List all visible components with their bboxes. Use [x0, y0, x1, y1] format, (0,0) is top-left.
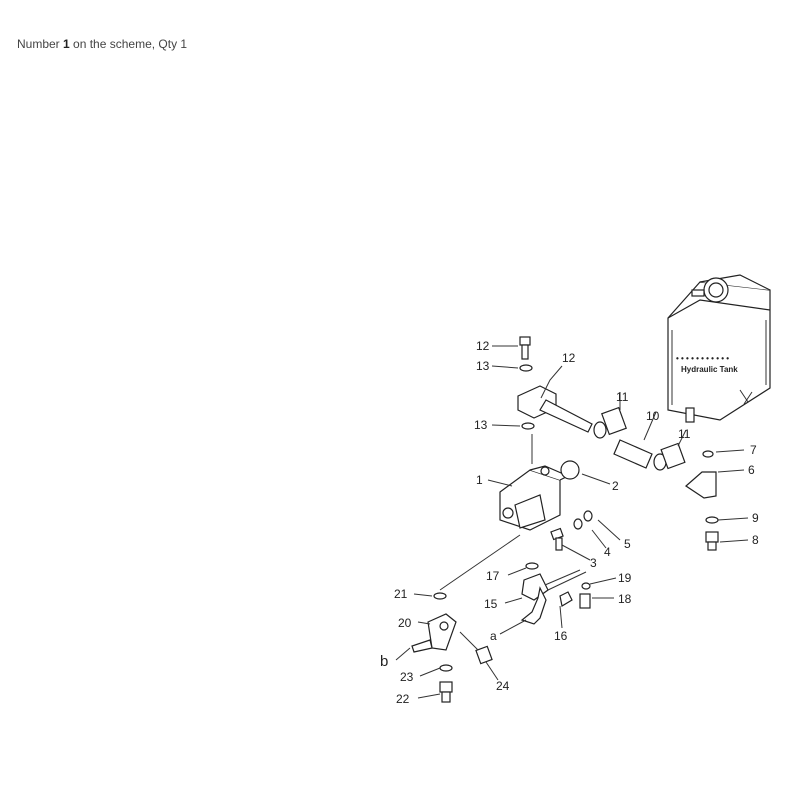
tank-code-text: • • • • • • • • • • •: [676, 354, 729, 363]
bolt-8: [705, 531, 719, 551]
caption-number: 1: [63, 37, 70, 51]
caption-suffix: on the scheme, Qty 1: [69, 37, 188, 51]
leader-lines: [395, 345, 749, 699]
label-9: 9: [752, 511, 759, 525]
elbow-tube-16: [520, 569, 581, 625]
suction-tube-12: [517, 365, 593, 433]
caption-prefix: Number: [17, 37, 64, 51]
bolt-14: [519, 336, 531, 360]
bolts-3-4-5: [550, 510, 593, 551]
label-22: 21: [394, 587, 408, 601]
label-6: 6: [748, 463, 755, 477]
label-25: 24: [496, 679, 510, 693]
label-a: a: [490, 629, 497, 643]
label-7: 7: [750, 443, 757, 457]
label-15: 13: [476, 359, 490, 373]
label-20: 19: [618, 571, 632, 585]
hydraulic-tank: • • • • • • • • • • • Hydraulic Tank: [667, 274, 771, 423]
label-10: 10: [646, 409, 660, 423]
label-18: 17: [486, 569, 500, 583]
bolt-23: [439, 681, 453, 703]
oring-22: [433, 592, 447, 600]
label-24: 23: [400, 670, 414, 684]
label-8: 8: [752, 533, 759, 547]
tank-label-text: Hydraulic Tank: [681, 365, 738, 374]
label-21: 20: [398, 616, 412, 630]
label-19: 18: [618, 592, 632, 606]
label-23: 22: [396, 692, 410, 706]
label-17: 16: [554, 629, 568, 643]
label-12: 12: [562, 351, 576, 365]
label-11-top: 11: [616, 390, 629, 404]
part-labels: 12 13 12 13 11 10 11 1 2 3 4 5 7 6 9 8 1…: [380, 339, 759, 706]
washer-15: [519, 364, 533, 372]
clamp-17: [559, 591, 573, 607]
oring-2: [560, 460, 580, 480]
label-1: 1: [476, 473, 483, 487]
label-5: 5: [624, 537, 631, 551]
label-2: 2: [612, 479, 619, 493]
oring-18: [525, 562, 539, 570]
label-16: 15: [484, 597, 498, 611]
label-11-bottom: 11: [678, 427, 691, 441]
label-3: 3: [590, 556, 597, 570]
label-13: 13: [474, 418, 488, 432]
washer-24: [439, 664, 453, 672]
hose-assembly-10-11: [593, 392, 687, 471]
elbow-6: [685, 471, 717, 499]
washer-9: [705, 516, 719, 524]
label-14: 12: [476, 339, 490, 353]
label-b: b: [380, 653, 388, 670]
scheme-caption: Number 1 on the scheme, Qty 1: [17, 37, 187, 51]
fitting-21: [411, 613, 457, 653]
plug-25: [475, 645, 493, 665]
hydraulic-pump-1: [499, 465, 570, 531]
bolt-19: [579, 593, 591, 609]
washer-7: [702, 450, 714, 458]
oring-13: [521, 422, 535, 430]
label-4: 4: [604, 545, 611, 559]
washer-20: [581, 582, 591, 590]
